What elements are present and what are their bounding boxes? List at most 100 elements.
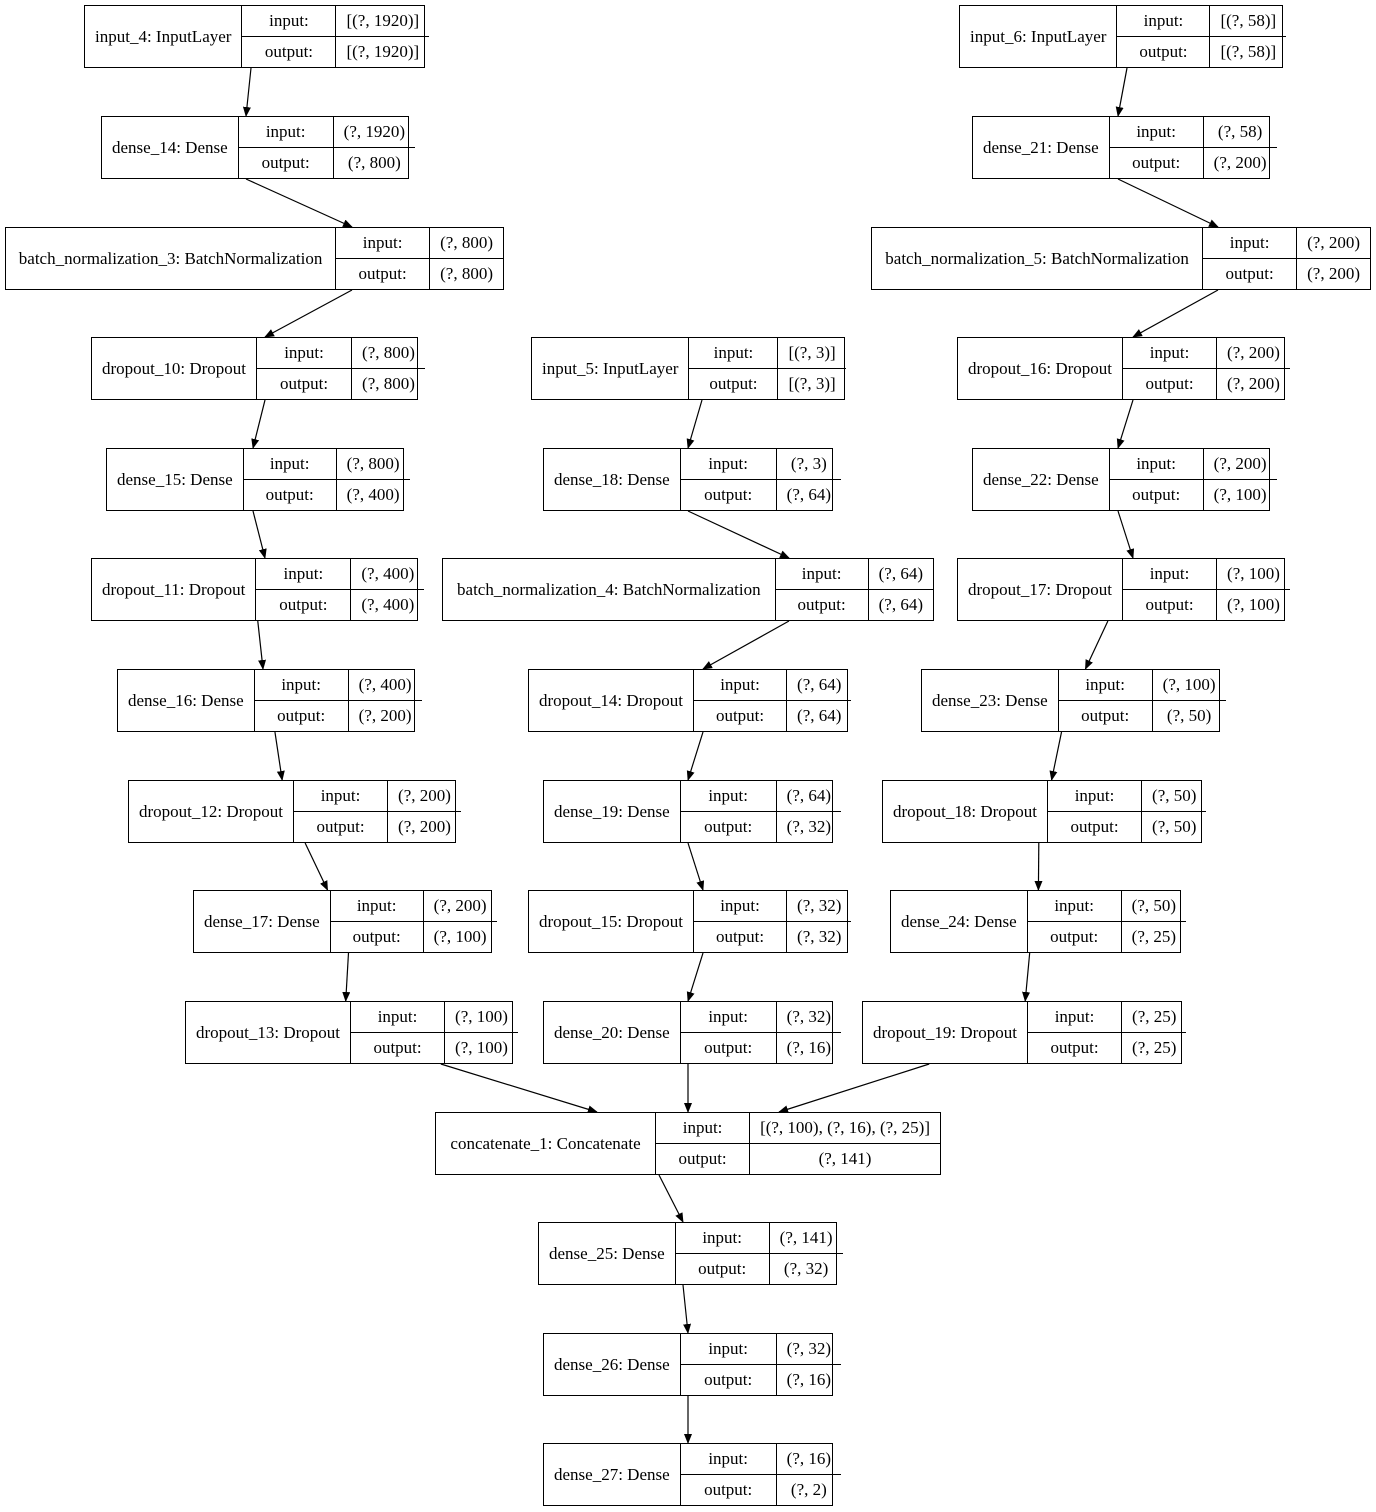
input-label: input:	[681, 781, 777, 811]
input-label: input:	[257, 338, 353, 368]
layer-name: dropout_19: Dropout	[863, 1002, 1029, 1063]
output-label: output:	[681, 1033, 777, 1063]
output-label: output:	[1059, 701, 1153, 731]
edge-input-5-to-dense-18	[686, 399, 703, 449]
edge-dropout-12-to-dense-17	[304, 842, 329, 891]
output-label: output:	[255, 701, 349, 731]
layer-name: input_5: InputLayer	[532, 338, 690, 399]
output-label: output:	[776, 590, 869, 620]
output-shape: (?, 2)	[790, 1480, 827, 1499]
input-shape: (?, 64)	[797, 675, 842, 694]
layer-node-batch-normalization-5: batch_normalization_5: BatchNormalizatio…	[871, 227, 1371, 290]
output-shape: (?, 200)	[358, 706, 412, 725]
layer-name: dropout_16: Dropout	[958, 338, 1124, 399]
output-label: output:	[257, 369, 353, 399]
output-label: output:	[1048, 812, 1143, 842]
output-label: output:	[351, 1033, 446, 1063]
edge-dropout-11-to-dense-16	[257, 620, 267, 670]
output-label: output:	[689, 369, 779, 399]
input-label: input:	[694, 891, 788, 921]
layer-name: dense_18: Dense	[544, 449, 681, 510]
layer-name: input_6: InputLayer	[960, 6, 1118, 67]
input-label: input:	[681, 1334, 777, 1364]
output-shape: (?, 800)	[347, 153, 401, 172]
output-shape: (?, 25)	[1131, 927, 1177, 946]
layer-name: dropout_10: Dropout	[92, 338, 258, 399]
input-label: input:	[239, 117, 334, 147]
input-label: input:	[689, 338, 779, 368]
output-shape: (?, 25)	[1132, 1038, 1177, 1057]
output-label: output:	[1028, 922, 1122, 952]
input-shape: [(?, 58)]	[1220, 11, 1277, 30]
edge-dropout-19-to-concatenate-1	[778, 1063, 930, 1114]
layer-name: batch_normalization_4: BatchNormalizatio…	[443, 559, 776, 620]
edge-dense-25-to-dense-26	[682, 1284, 692, 1334]
layer-name: dense_25: Dense	[539, 1223, 676, 1284]
input-label: input:	[1123, 338, 1218, 368]
layer-name: dense_20: Dense	[544, 1002, 681, 1063]
input-shape: (?, 100)	[1227, 564, 1280, 583]
input-shape: [(?, 3)]	[788, 343, 836, 362]
layer-name: dense_27: Dense	[544, 1444, 681, 1505]
output-label: output:	[1117, 37, 1211, 67]
input-label: input:	[1117, 6, 1211, 36]
output-shape: [(?, 3)]	[788, 374, 836, 393]
edge-dense-17-to-dropout-13	[342, 952, 351, 1002]
output-shape: (?, 64)	[786, 485, 832, 504]
edge-dense-22-to-dropout-17	[1117, 510, 1135, 559]
output-label: output:	[336, 259, 431, 289]
layer-name: dense_14: Dense	[102, 117, 239, 178]
output-label: output:	[676, 1254, 770, 1284]
layer-name: dense_21: Dense	[973, 117, 1110, 178]
output-shape: (?, 200)	[1307, 264, 1360, 283]
edge-dropout-15-to-dense-20	[686, 952, 704, 1002]
layer-name: input_4: InputLayer	[85, 6, 243, 67]
input-shape: (?, 25)	[1132, 1007, 1177, 1026]
output-label: output:	[656, 1144, 751, 1174]
output-label: output:	[239, 148, 334, 178]
input-shape: [(?, 100), (?, 16), (?, 25)]	[760, 1118, 930, 1137]
output-label: output:	[256, 590, 352, 620]
output-shape: (?, 32)	[786, 817, 832, 836]
output-label: output:	[1110, 480, 1204, 510]
output-shape: (?, 64)	[797, 706, 842, 725]
output-label: output:	[681, 1475, 777, 1505]
layer-name: batch_normalization_5: BatchNormalizatio…	[872, 228, 1204, 289]
output-label: output:	[694, 922, 788, 952]
edge-batch-normalization-4-to-dropout-14	[702, 620, 790, 670]
input-label: input:	[336, 228, 431, 258]
edge-concatenate-1-to-dense-25	[658, 1174, 684, 1223]
input-shape: (?, 200)	[398, 786, 451, 805]
input-label: input:	[1110, 117, 1204, 147]
layer-name: dense_23: Dense	[922, 670, 1059, 731]
input-shape: (?, 50)	[1131, 896, 1177, 915]
output-shape: (?, 32)	[797, 927, 842, 946]
edge-dropout-17-to-dense-23	[1084, 620, 1109, 670]
input-label: input:	[776, 559, 869, 589]
input-shape: (?, 1920)	[343, 122, 406, 141]
layer-name: dropout_11: Dropout	[92, 559, 257, 620]
input-label: input:	[681, 1444, 777, 1474]
layer-name: dropout_13: Dropout	[186, 1002, 352, 1063]
edge-dropout-14-to-dense-19	[686, 731, 704, 781]
output-shape: (?, 141)	[818, 1149, 872, 1168]
edge-dropout-13-to-concatenate-1	[440, 1063, 598, 1114]
layer-name: concatenate_1: Concatenate	[436, 1113, 657, 1174]
output-label: output:	[1123, 369, 1218, 399]
edge-dropout-16-to-dense-22	[1116, 399, 1134, 449]
output-shape: (?, 100)	[1227, 595, 1280, 614]
edge-input-6-to-dense-21	[1115, 67, 1128, 117]
